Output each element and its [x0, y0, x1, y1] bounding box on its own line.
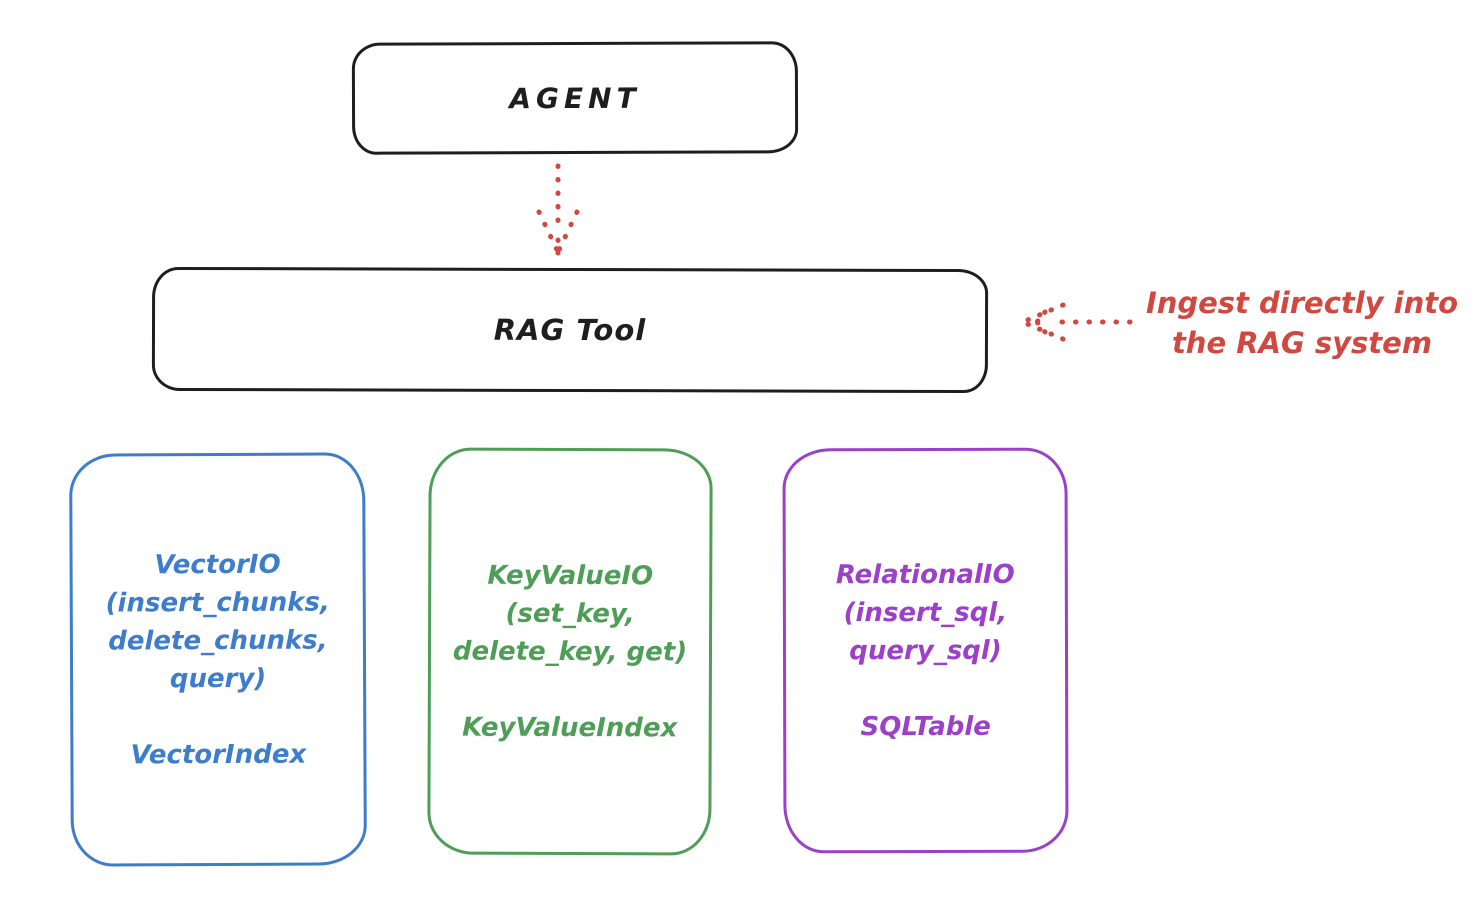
rag-tool-label: RAG Tool — [493, 312, 647, 348]
relationalio-line: (insert_sql, — [843, 597, 1008, 628]
vectorindex-label: VectorIndex — [130, 739, 307, 770]
agent-label: AGENT — [509, 81, 641, 115]
rag-tool-node: RAG Tool — [151, 266, 989, 394]
vectorio-line: VectorIO — [154, 549, 281, 580]
agent-to-ragtool-arrow-icon — [536, 163, 580, 257]
keyvalueio-node: KeyValueIO (set_key, delete_key, get) Ke… — [427, 447, 713, 856]
relationalio-line: RelationalIO — [835, 559, 1015, 590]
annotation-line-1: Ingest directly into — [1145, 286, 1459, 320]
relationalio-node: RelationalIO (insert_sql, query_sql) SQL… — [782, 447, 1069, 854]
annotation-line-2: the RAG system — [1171, 326, 1433, 360]
vectorio-node: VectorIO (insert_chunks, delete_chunks, … — [69, 452, 367, 867]
vectorio-line: (insert_chunks, — [105, 587, 330, 618]
sqltable-label: SQLTable — [860, 711, 991, 742]
annotation-to-ragtool-arrow-icon — [1022, 302, 1133, 342]
agent-node: AGENT — [351, 41, 799, 155]
annotation-text: Ingest directly into the RAG system — [1132, 283, 1472, 363]
vectorio-line: delete_chunks, — [108, 625, 328, 656]
keyvalueio-line: KeyValueIO — [487, 560, 654, 591]
vectorio-line: query) — [169, 663, 267, 694]
relationalio-line: query_sql) — [849, 635, 1002, 666]
keyvalueio-line: delete_key, get) — [452, 636, 688, 667]
keyvalueindex-label: KeyValueIndex — [462, 712, 678, 743]
keyvalueio-line: (set_key, — [505, 598, 635, 629]
